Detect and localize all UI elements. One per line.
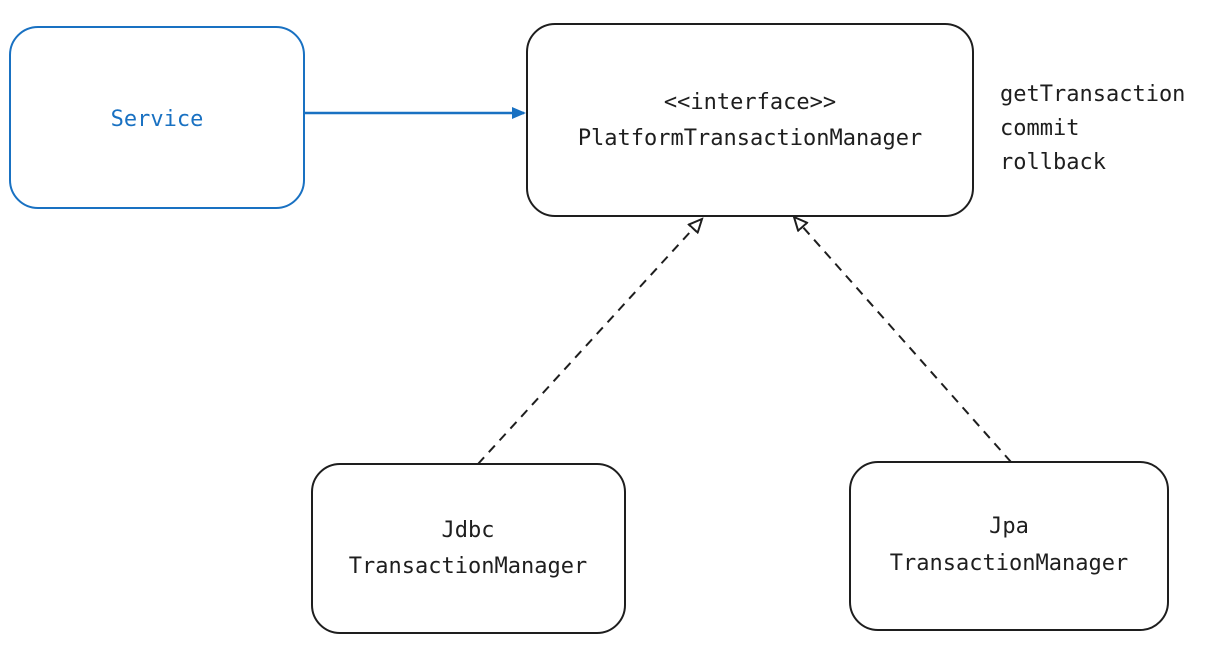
service-box — [9, 26, 305, 209]
methods-list: getTransaction commit rollback — [1000, 82, 1185, 175]
jdbc-label: Jdbc — [442, 518, 495, 543]
interface-stereotype: <<interface>> — [664, 90, 836, 115]
platform-transaction-manager-box — [526, 23, 974, 217]
platform-transaction-manager-label: PlatformTransactionManager — [578, 126, 922, 151]
jpa-transaction-manager-node[interactable]: Jpa TransactionManager — [849, 461, 1169, 631]
service-node[interactable]: Service — [9, 26, 305, 209]
method-commit: commit — [1000, 116, 1079, 141]
method-get-transaction: getTransaction — [1000, 82, 1185, 107]
jdbc-transaction-manager-label: TransactionManager — [349, 554, 587, 579]
jpa-implements-arrow — [794, 217, 1012, 463]
method-rollback: rollback — [1000, 150, 1106, 175]
jdbc-implements-arrow — [477, 219, 702, 465]
jpa-transaction-manager-label: TransactionManager — [890, 551, 1128, 576]
jdbc-transaction-manager-box — [311, 463, 626, 634]
jdbc-transaction-manager-node[interactable]: Jdbc TransactionManager — [311, 463, 626, 634]
service-label: Service — [111, 107, 204, 132]
jpa-label: Jpa — [989, 514, 1029, 539]
jpa-transaction-manager-box — [849, 461, 1169, 631]
platform-transaction-manager-node[interactable]: <<interface>> PlatformTransactionManager — [526, 23, 974, 217]
